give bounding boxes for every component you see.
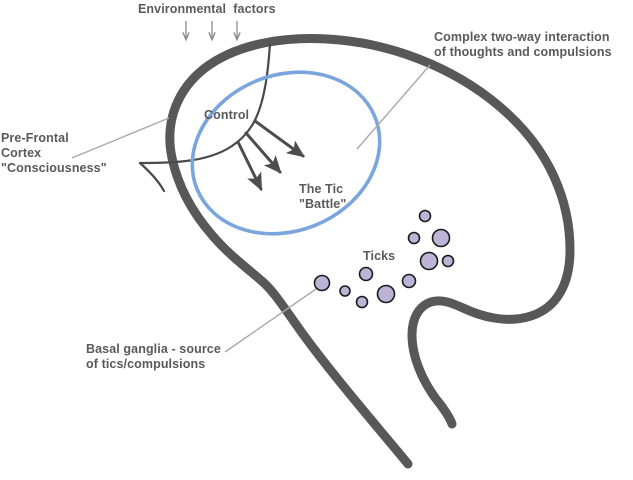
tick-circle xyxy=(441,254,455,268)
control-arrow-1 xyxy=(253,119,305,158)
tick-circle xyxy=(339,285,351,297)
complex-interaction-leader xyxy=(356,64,431,150)
tick-circle xyxy=(407,231,421,245)
tic-battle-label: The Tic "Battle" xyxy=(299,182,347,211)
leader-lines xyxy=(71,64,431,353)
lateral-sulcus-line xyxy=(138,144,234,165)
tick-circle xyxy=(376,284,396,304)
control-label: Control xyxy=(204,108,250,122)
pre-frontal-cortex-leader xyxy=(71,117,170,159)
tick-circle xyxy=(419,251,439,271)
tick-circles-group xyxy=(313,209,455,309)
tick-circle xyxy=(358,266,374,282)
brain-internal-lines xyxy=(138,42,272,193)
central-sulcus-line xyxy=(230,42,272,148)
control-arrow-3 xyxy=(236,140,263,192)
tick-circle xyxy=(355,295,369,309)
tick-circle xyxy=(418,209,432,223)
frontal-lobe-line xyxy=(138,161,166,193)
basal-ganglia-label: Basal ganglia - source of tics/compulsio… xyxy=(86,342,221,371)
environmental-factors-label: Environmental factors xyxy=(138,2,276,16)
tick-circle xyxy=(431,228,451,248)
tick-circle xyxy=(401,273,417,289)
brain-outline-group xyxy=(165,34,575,469)
brain-cortex-outline xyxy=(165,34,575,469)
control-arrow-2 xyxy=(244,131,282,174)
tick-circle xyxy=(313,274,331,292)
pre-frontal-cortex-label: Pre-Frontal Cortex "Consciousness" xyxy=(1,131,107,175)
control-region-ellipse xyxy=(190,70,382,236)
control-to-tic-arrows xyxy=(236,119,305,192)
complex-interaction-label: Complex two-way interaction of thoughts … xyxy=(434,30,612,59)
ticks-label: Ticks xyxy=(363,249,396,263)
environmental-factor-arrows xyxy=(182,21,241,42)
basal-ganglia-leader xyxy=(224,288,317,353)
